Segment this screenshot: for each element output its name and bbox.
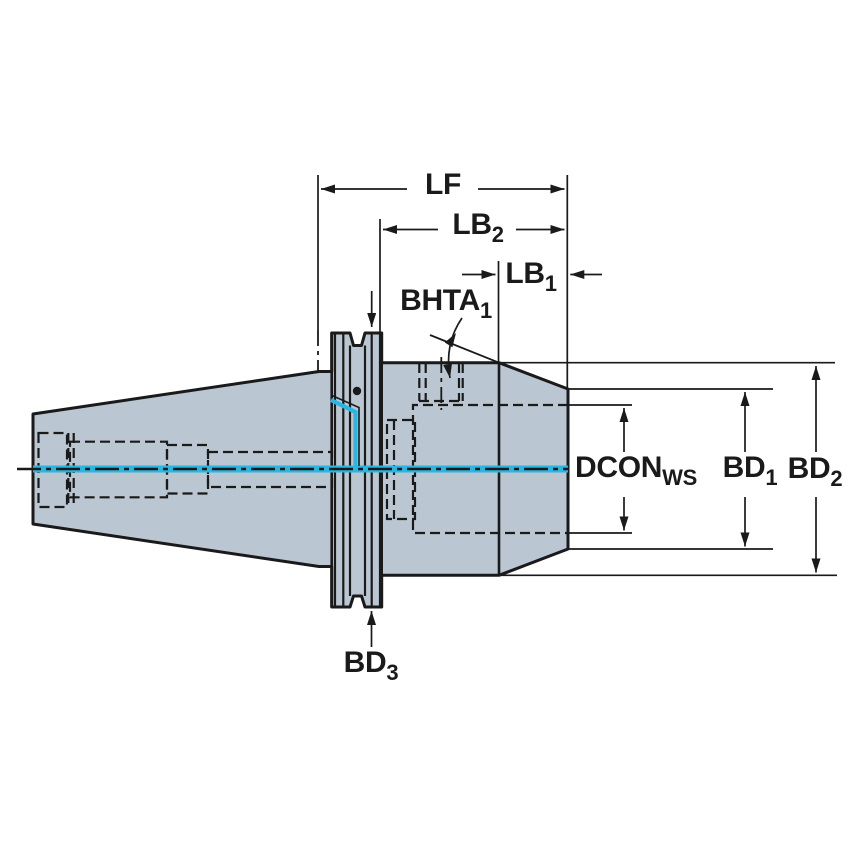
coolant-channel xyxy=(330,386,362,466)
label-dcon-sub: WS xyxy=(662,465,697,490)
label-lb1: LB1 xyxy=(505,257,557,296)
label-bd1-base: BD xyxy=(722,451,766,484)
label-bd2-sub: 2 xyxy=(830,466,843,491)
set-screw-hole-hidden xyxy=(418,357,464,410)
label-dcon-ws: DCONWS xyxy=(575,453,697,489)
label-bhta1: BHTA1 xyxy=(400,286,492,322)
label-dcon-base: DCON xyxy=(575,451,663,484)
label-bd3: BD3 xyxy=(344,648,399,684)
dim-bhta1-angle-arc xyxy=(443,317,463,379)
label-lb2-sub: 2 xyxy=(491,222,504,247)
label-bd2: BD2 xyxy=(788,454,843,490)
label-bd1-sub: 1 xyxy=(765,465,778,490)
label-bd1: BD1 xyxy=(723,453,778,489)
label-bd3-base: BD xyxy=(343,646,387,679)
label-lf: LF xyxy=(425,170,461,206)
label-bhta1-sub: 1 xyxy=(479,298,492,323)
label-lb2-base: LB xyxy=(452,208,492,241)
flange-hole-dot xyxy=(352,386,362,396)
label-lf-base: LF xyxy=(424,168,462,201)
centerline xyxy=(17,465,568,473)
label-bd2-base: BD xyxy=(787,452,831,485)
label-lb1-base: LB xyxy=(505,257,545,290)
label-bd3-sub: 3 xyxy=(386,660,399,685)
label-lb1-sub: 1 xyxy=(544,271,557,296)
label-bhta1-base: BHTA xyxy=(400,284,480,317)
label-lb2: LB2 xyxy=(452,208,504,247)
extension-lines xyxy=(317,175,837,577)
chamfer-extension-line xyxy=(429,334,500,364)
